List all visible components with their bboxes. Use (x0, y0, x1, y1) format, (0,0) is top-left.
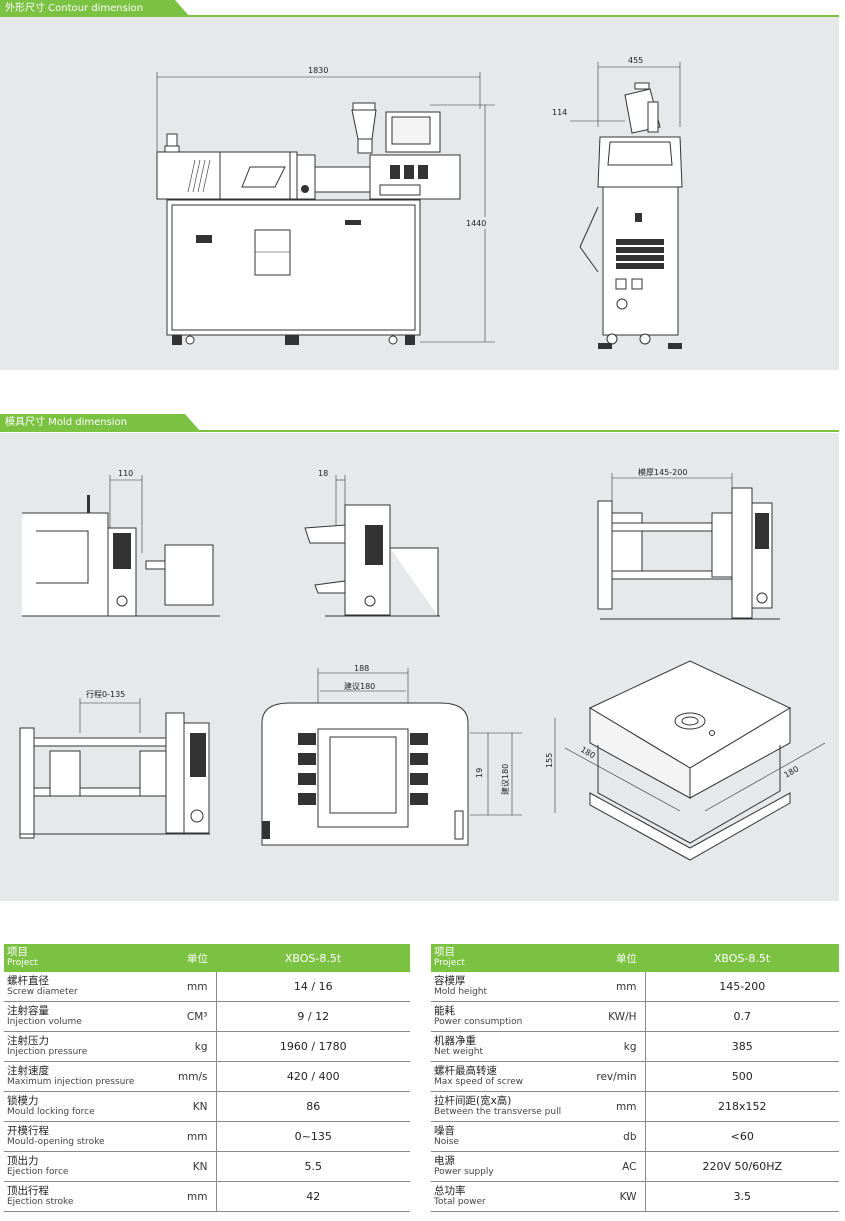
contour-drawing: 1830 1440 (156, 56, 683, 349)
contour-section-title: 外形尺寸 Contour dimension (5, 3, 144, 14)
header-project-cn: 项目 (434, 946, 455, 958)
mold-view-nozzle: 110 (22, 469, 220, 617)
dim-height: 1440 (466, 219, 486, 228)
mold-view-platen: 188 建议180 19 建议180 (261, 664, 522, 846)
mold-view-stroke: 行程0-135 (19, 689, 210, 839)
header-model: XBOS-8.5t (216, 944, 410, 972)
dim-188: 188 (354, 664, 369, 673)
contour-section-tab: 外形尺寸 Contour dimension (0, 0, 190, 17)
machine-front-view (579, 82, 683, 349)
mold-view-thickness: 模厚145-200 (597, 467, 780, 620)
header-project-en: Project (7, 958, 38, 968)
header-unit: 单位 (152, 944, 216, 972)
dim-mold-thickness: 模厚145-200 (638, 467, 687, 477)
dim-stroke: 行程0-135 (86, 689, 125, 699)
header-project-en: Project (434, 958, 465, 968)
dim-18: 18 (318, 469, 328, 478)
header-project-cn: 项目 (7, 946, 28, 958)
dim-180-right: 180 (783, 764, 801, 779)
machine-side-view (156, 102, 461, 345)
dim-suggest-width: 建议180 (344, 681, 375, 691)
contour-section-line (0, 15, 839, 17)
dim-180-left: 180 (579, 745, 597, 760)
mold-panel: 110 18 (0, 433, 839, 901)
dim-19: 19 (475, 768, 484, 778)
mold-view-clearance: 18 (304, 469, 440, 617)
dim-offset: 114 (552, 108, 567, 117)
dim-110: 110 (118, 469, 133, 478)
contour-panel: 1830 1440 (0, 17, 839, 370)
mold-drawing: 110 18 (19, 467, 826, 861)
dim-length: 1830 (308, 66, 328, 75)
dim-155: 155 (545, 753, 554, 768)
dim-width: 455 (628, 56, 643, 65)
header-model: XBOS-8.5t (645, 944, 839, 972)
mold-view-isometric: 155 180 180 (545, 660, 826, 861)
mold-section-line (0, 430, 839, 432)
dim-suggest-height: 建议180 (500, 764, 510, 795)
mold-section-tab: 模具尺寸 Mold dimension (0, 414, 200, 431)
mold-section-title: 模具尺寸 Mold dimension (5, 417, 128, 428)
header-unit: 单位 (581, 944, 645, 972)
